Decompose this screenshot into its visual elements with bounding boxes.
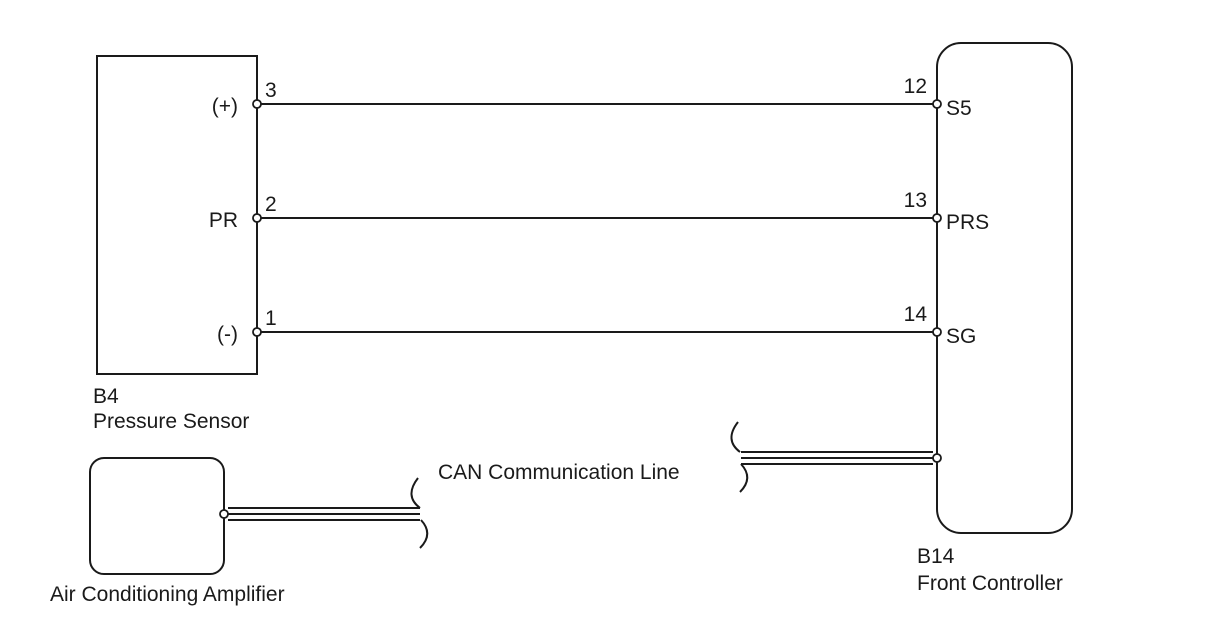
- can-line-label: CAN Communication Line: [438, 461, 680, 484]
- air-conditioning-amplifier-box: [89, 457, 225, 575]
- front-controller-code: B14: [917, 545, 955, 568]
- terminal-13: [932, 213, 942, 223]
- pin-signal-minus: (-): [217, 323, 238, 346]
- pin-number-12: 12: [903, 75, 927, 98]
- pin-number-13: 13: [903, 189, 927, 212]
- terminal-14: [932, 327, 942, 337]
- pressure-sensor-name: Pressure Sensor: [93, 410, 250, 433]
- air-conditioning-amplifier-name: Air Conditioning Amplifier: [50, 583, 285, 606]
- terminal-can-front-controller: [932, 453, 942, 463]
- pressure-sensor-code: B4: [93, 385, 119, 408]
- front-controller-box: [936, 42, 1073, 534]
- pin-number-1: 1: [265, 307, 277, 330]
- terminal-12: [932, 99, 942, 109]
- can-bus-amplifier: [228, 507, 420, 521]
- pin-number-2: 2: [265, 193, 277, 216]
- pin-number-14: 14: [903, 303, 927, 326]
- pin-signal-sg: SG: [946, 325, 977, 348]
- pin-signal-pr: PR: [208, 209, 238, 232]
- can-break-mark-right: [730, 421, 749, 493]
- pin-number-3: 3: [265, 79, 277, 102]
- pin-signal-s5: S5: [946, 97, 972, 120]
- pin-signal-prs: PRS: [946, 211, 990, 234]
- terminal-3: [252, 99, 262, 109]
- front-controller-name: Front Controller: [917, 572, 1063, 595]
- can-bus-front-controller: [741, 451, 933, 465]
- can-break-mark-left: [410, 477, 429, 549]
- terminal-1: [252, 327, 262, 337]
- terminal-can-amplifier: [219, 509, 229, 519]
- terminal-2: [252, 213, 262, 223]
- pin-signal-plus: (+): [211, 95, 238, 118]
